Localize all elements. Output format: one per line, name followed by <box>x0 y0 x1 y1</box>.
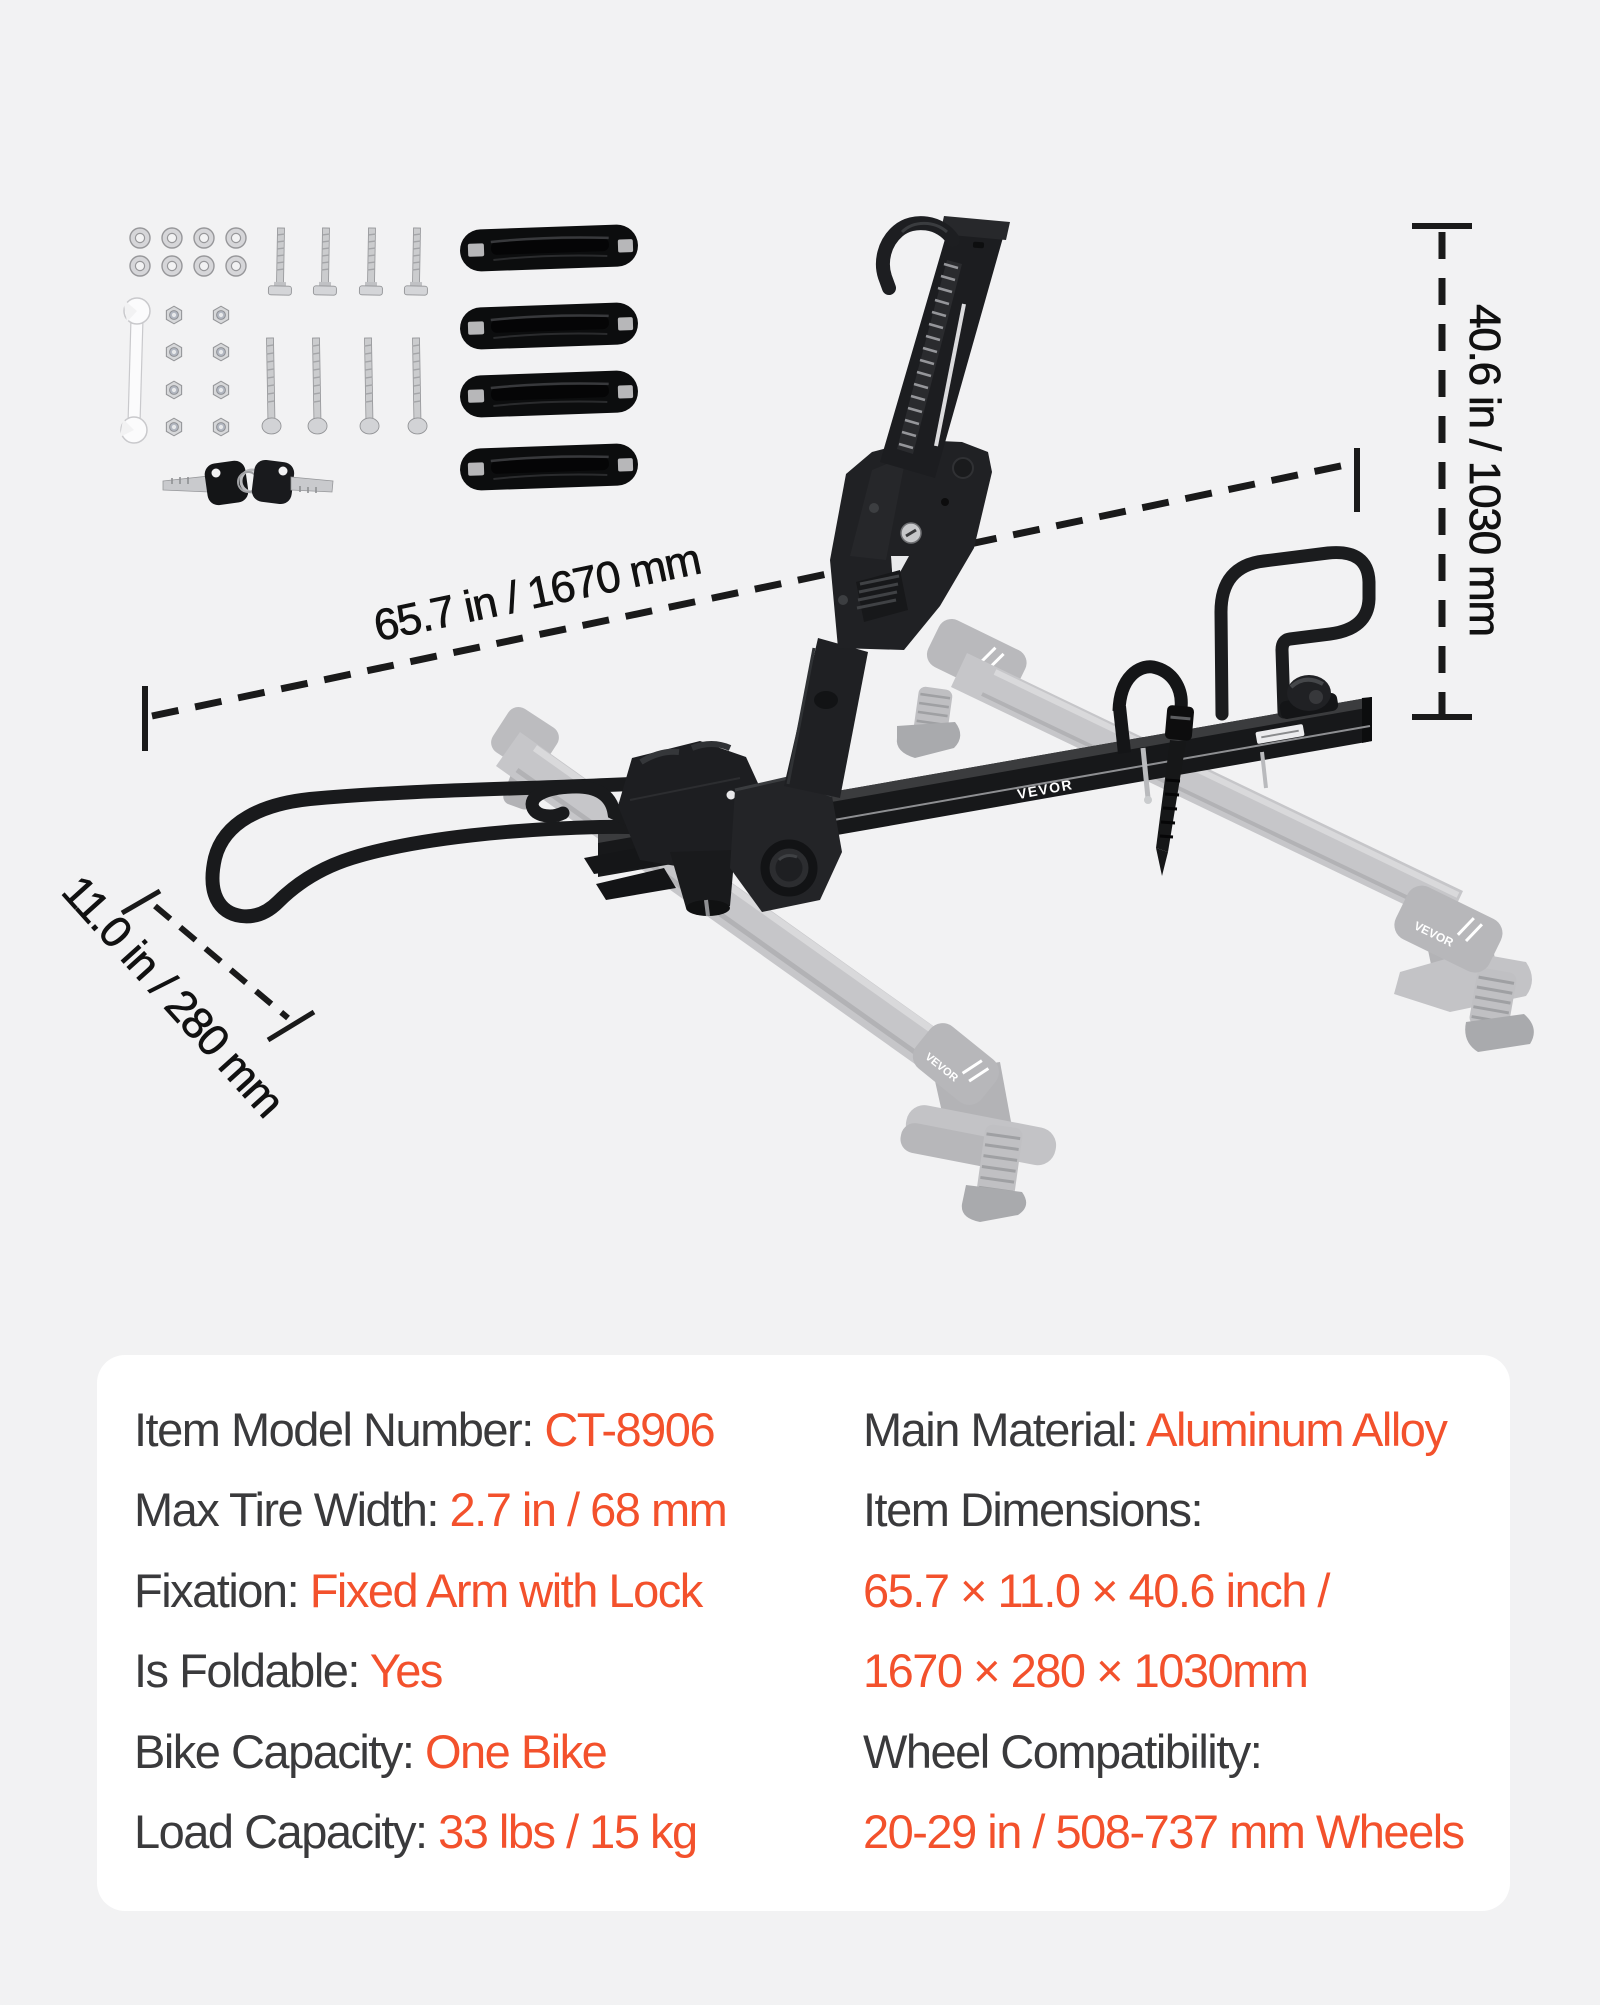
svg-text:40.6 in / 1030 mm: 40.6 in / 1030 mm <box>1460 304 1509 636</box>
svg-text:11.0 in / 280 mm: 11.0 in / 280 mm <box>52 866 293 1126</box>
svg-text:65.7 in / 1670 mm: 65.7 in / 1670 mm <box>370 535 705 651</box>
